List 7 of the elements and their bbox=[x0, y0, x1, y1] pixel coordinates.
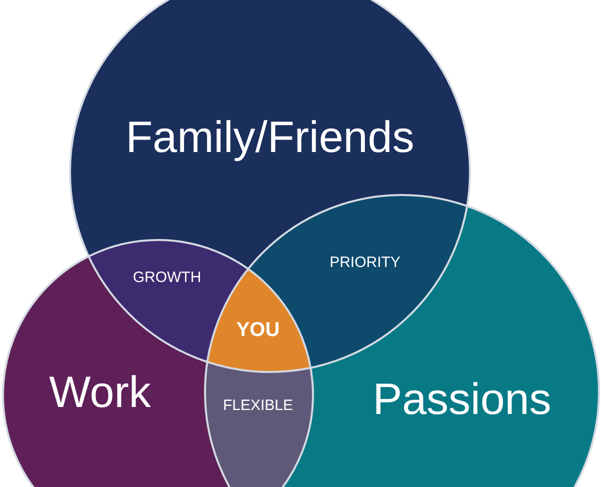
overlap-label: YOU bbox=[236, 319, 280, 341]
overlap-label: GROWTH bbox=[132, 270, 202, 286]
overlap-label: PRIORITY bbox=[330, 254, 400, 272]
overlap-label: FLEXIBLE bbox=[222, 398, 294, 414]
circle-label: Family/Friends bbox=[126, 114, 414, 162]
circle-label: Work bbox=[49, 368, 151, 418]
circle-label: Passions bbox=[372, 376, 552, 424]
